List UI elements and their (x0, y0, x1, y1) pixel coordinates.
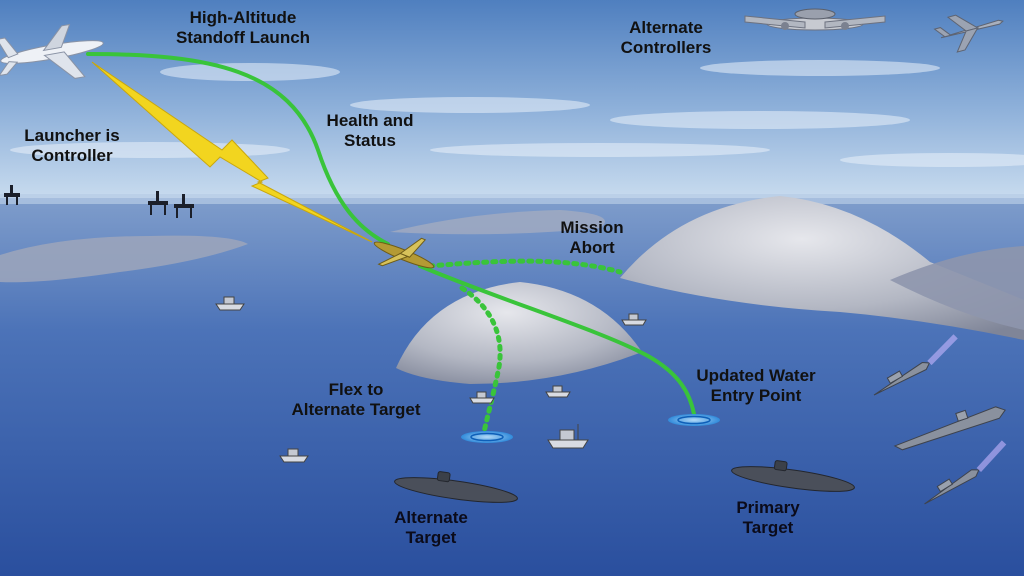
submarine-icon (394, 460, 855, 503)
island-left-flat (0, 235, 248, 283)
label-line: Status (344, 131, 396, 150)
label-updated-water-entry-point: Updated Water Entry Point (696, 366, 815, 406)
primary-path (418, 264, 696, 416)
fishing-boat-icon (215, 296, 647, 463)
label-health-and-status: Health and Status (327, 111, 414, 151)
label-line: Controller (31, 146, 113, 165)
glide-weapon-icon (373, 237, 435, 269)
awacs-aircraft-icon (744, 8, 886, 31)
horizon-haze (0, 194, 1024, 204)
water-entry-ring-primary (668, 414, 720, 426)
label-line: Mission (560, 218, 624, 237)
label-high-altitude-standoff-launch: High-Altitude Standoff Launch (176, 8, 310, 48)
label-line: Updated Water (696, 366, 816, 385)
label-line: Primary (736, 498, 800, 517)
label-line: Launcher is (24, 126, 120, 145)
label-mission-abort: Mission Abort (560, 218, 623, 258)
label-primary-target: Primary Target (736, 498, 799, 538)
island-far-right (890, 246, 1024, 330)
label-line: Health and (326, 111, 414, 130)
water-entry-ring-alternate (461, 431, 513, 443)
label-line: Alternate (629, 18, 703, 37)
label-line: Target (405, 528, 457, 547)
label-line: Alternate Target (291, 400, 421, 419)
island-center-mound (396, 282, 642, 384)
label-flex-to-alternate-target: Flex to Alternate Target (291, 380, 420, 420)
label-line: Entry Point (710, 386, 802, 405)
oil-rig-icon (4, 185, 194, 218)
label-line: Standoff Launch (175, 28, 311, 47)
label-line: Controllers (620, 38, 712, 57)
flight-path (86, 52, 390, 246)
label-line: High-Altitude (189, 8, 297, 27)
mission-abort-path (427, 258, 623, 275)
label-alternate-controllers: Alternate Controllers (621, 18, 712, 58)
fighter-jet-icon (933, 14, 1004, 53)
warship-icon (873, 334, 1007, 505)
island-right-mound (620, 196, 1024, 340)
flex-path (459, 285, 503, 435)
label-launcher-is-controller: Launcher is Controller (24, 126, 119, 166)
label-line: Abort (569, 238, 615, 257)
label-line: Target (742, 518, 794, 537)
label-alternate-target: Alternate Target (394, 508, 468, 548)
label-line: Flex to (328, 380, 384, 399)
datalink-zigzag (91, 61, 373, 243)
island-far-center (390, 210, 605, 235)
label-line: Alternate (394, 508, 468, 527)
airliner-icon (0, 23, 104, 79)
